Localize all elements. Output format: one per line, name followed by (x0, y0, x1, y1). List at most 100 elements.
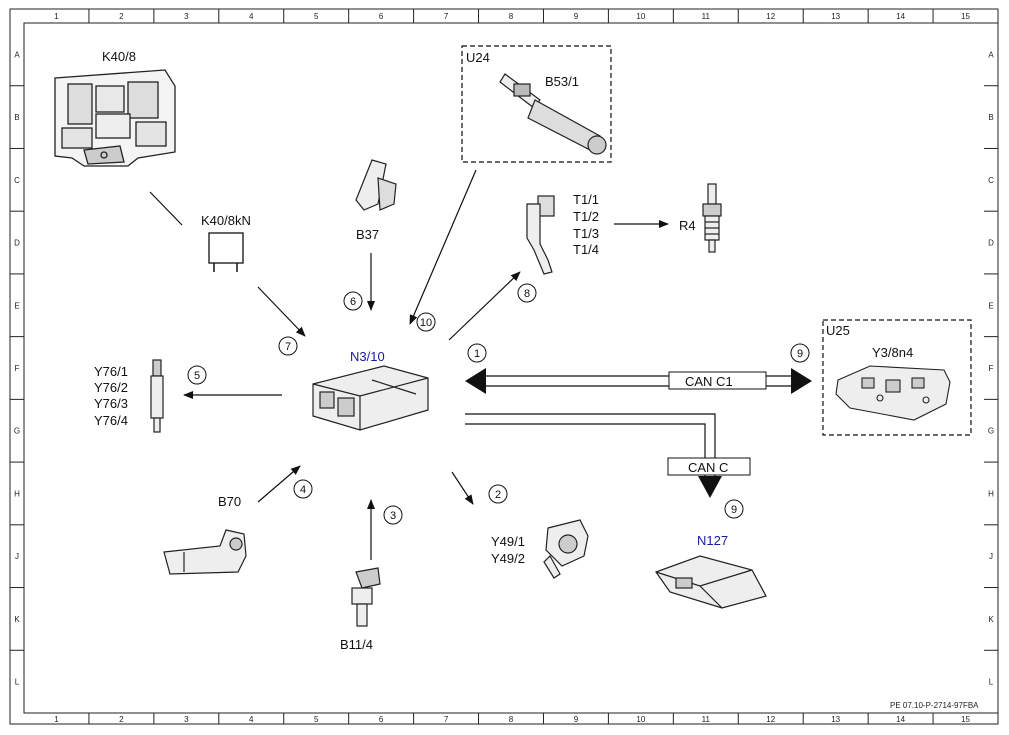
grid-col-label: 5 (314, 12, 319, 21)
grid-row-label: J (989, 552, 993, 561)
grid-col-label: 13 (831, 12, 840, 21)
label-u25: U25 (826, 323, 850, 338)
grid-col-label: 1 (54, 12, 59, 21)
grid-row-label: K (988, 615, 994, 624)
callout-7: 7 (278, 336, 298, 356)
leader-k40-8 (149, 191, 183, 226)
grid-row-label: J (15, 552, 19, 561)
arrow-10 (409, 169, 477, 325)
grid-row-label: A (988, 50, 994, 59)
grid-col-label: 9 (574, 715, 579, 724)
svg-text:5: 5 (194, 370, 200, 382)
label-y49-2: Y49/2 (491, 551, 525, 566)
label-t1-1: T1/1 (573, 192, 599, 207)
injector-icon (150, 359, 164, 433)
svg-text:9: 9 (797, 348, 803, 360)
grid-col-label: 11 (702, 715, 711, 724)
svg-text:3: 3 (390, 510, 396, 522)
grid-col-label: 1 (54, 715, 59, 724)
callout-4: 4 (293, 479, 313, 499)
crank-sensor-icon (163, 529, 247, 575)
grid-col-label: 6 (379, 715, 384, 724)
label-y76-3: Y76/3 (94, 396, 128, 411)
callout-6: 6 (343, 291, 363, 311)
grid-col-label: 2 (119, 12, 124, 21)
grid-col-label: 8 (509, 12, 514, 21)
temperature-sensor-icon (351, 567, 381, 627)
label-y76-2: Y76/2 (94, 380, 128, 395)
arrow-7 (257, 286, 306, 337)
grid-col-label: 3 (184, 715, 189, 724)
grid-col-label: 5 (314, 715, 319, 724)
grid-row-label: C (988, 176, 994, 185)
grid-row-label: L (989, 678, 994, 687)
grid-row-label: E (14, 301, 19, 310)
grid-row-label: B (988, 113, 993, 122)
arrow-4 (257, 465, 301, 503)
ignition-coil-icon (526, 195, 555, 275)
control-unit-icon (312, 365, 429, 431)
reference-number: PE 07.10-P-2714-97FBA (890, 701, 979, 710)
grid-row-label: E (988, 301, 993, 310)
arrow-8 (448, 271, 521, 341)
label-n127: N127 (697, 533, 728, 548)
grid-col-label: 15 (961, 715, 970, 724)
label-t1-3: T1/3 (573, 226, 599, 241)
u24-group-box (461, 45, 612, 163)
transmission-control-icon (835, 365, 951, 421)
svg-text:7: 7 (285, 341, 291, 353)
inner-frame (23, 22, 999, 714)
callout-5: 5 (187, 365, 207, 385)
label-t1-2: T1/2 (573, 209, 599, 224)
label-r4: R4 (679, 218, 696, 233)
svg-text:9: 9 (731, 504, 737, 516)
sensor-icon (499, 73, 607, 155)
svg-text:10: 10 (420, 317, 432, 329)
grid-col-label: 15 (961, 12, 970, 21)
label-b70: B70 (218, 494, 241, 509)
grid-col-label: 10 (636, 715, 645, 724)
powertrain-module-icon (655, 555, 767, 609)
grid-col-label: 7 (444, 12, 449, 21)
grid-col-label: 12 (766, 12, 775, 21)
grid-row-label: A (14, 50, 20, 59)
label-t1-group: T1/1 T1/2 T1/3 T1/4 (573, 192, 599, 257)
grid-col-label: 11 (702, 12, 711, 21)
label-b11-4: B11/4 (340, 637, 373, 652)
label-can-c: CAN C (688, 460, 728, 475)
grid-row-label: H (14, 489, 20, 498)
grid-col-label: 6 (379, 12, 384, 21)
label-k40-8: K40/8 (102, 49, 136, 64)
label-y3-8n4: Y3/8n4 (872, 345, 913, 360)
can-c1-bus: CAN C1 (465, 368, 812, 394)
callout-3: 3 (383, 505, 403, 525)
grid-row-label: C (14, 176, 20, 185)
callout-10: 10 (416, 312, 436, 332)
can-c-bus: CAN C (465, 413, 751, 498)
label-u24: U24 (466, 50, 490, 65)
spark-plug-icon (702, 183, 722, 253)
label-y76-1: Y76/1 (94, 364, 128, 379)
grid-row-label: G (14, 427, 20, 436)
svg-text:8: 8 (524, 288, 530, 300)
grid-col-label: 12 (766, 715, 775, 724)
grid-col-label: 4 (249, 715, 254, 724)
arrow-2 (451, 471, 474, 505)
svg-text:4: 4 (300, 484, 306, 496)
label-k40-8kn: K40/8kN (201, 213, 251, 228)
grid-col-label: 13 (831, 715, 840, 724)
svg-text:2: 2 (495, 489, 501, 501)
grid-col-label: 7 (444, 715, 449, 724)
label-n3-10: N3/10 (350, 349, 385, 364)
label-y49-1: Y49/1 (491, 534, 525, 549)
grid-col-label: 14 (896, 12, 905, 21)
fuse-box-icon (54, 69, 176, 167)
grid-row-label: L (15, 678, 20, 687)
relay-icon (208, 232, 244, 272)
